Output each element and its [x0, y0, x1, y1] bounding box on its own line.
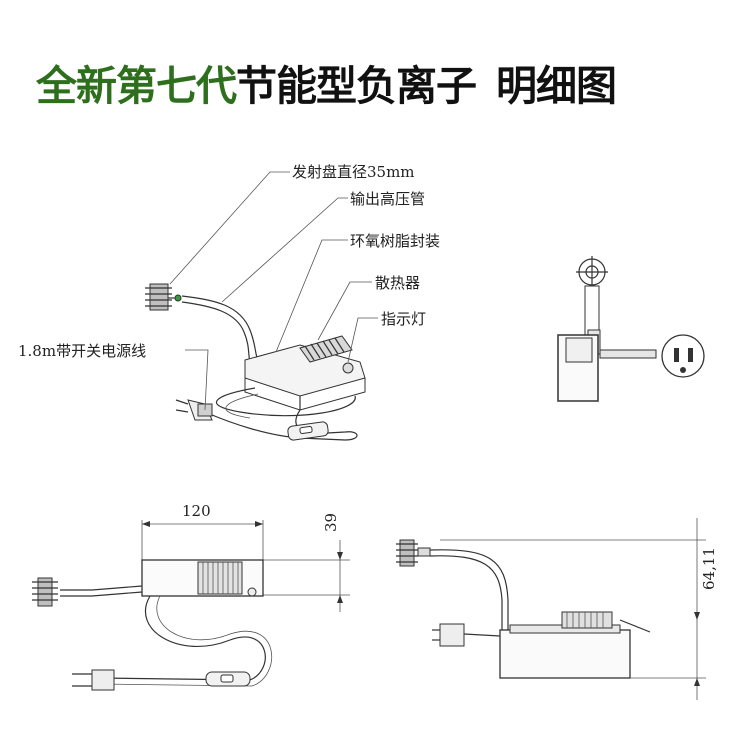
dimension-width: 120 — [182, 502, 211, 520]
title-green-part: 全新第七代 — [36, 62, 237, 110]
dimension-height: 39 — [322, 513, 340, 532]
side-view — [557, 256, 705, 402]
label-emitter-disc: 发射盘直径35mm — [292, 163, 415, 181]
title-black-part: 节能型负离子 — [236, 62, 477, 110]
dimension-total-height: 64,11 — [700, 547, 718, 590]
label-power-cord: 1.8m带开关电源线 — [18, 342, 146, 360]
front-view: 64,11 — [396, 518, 718, 700]
label-heatsink: 散热器 — [375, 274, 420, 292]
leader-cord — [185, 349, 209, 411]
label-indicator: 指示灯 — [381, 310, 426, 328]
leader-disc — [169, 171, 290, 285]
perspective-view: 发射盘直径35mm 输出高压管 环氧树脂封装 散热器 指示灯 1.8m带开关电源… — [18, 163, 440, 441]
leader-indicator — [347, 317, 378, 363]
top-view: 120 39 — [32, 502, 350, 691]
heatsink — [299, 335, 353, 363]
diagram-title: 全新第七代节能型负离子明细图 — [36, 52, 617, 112]
emitter-brush-head — [145, 283, 182, 311]
leader-heatsink — [317, 281, 372, 341]
leader-tube — [221, 197, 348, 303]
title-suffix: 明细图 — [496, 62, 617, 110]
indicator-light — [342, 362, 354, 374]
label-hv-tube: 输出高压管 — [350, 190, 425, 208]
leader-epoxy — [275, 239, 348, 353]
label-epoxy: 环氧树脂封装 — [350, 232, 440, 250]
power-plug — [175, 399, 213, 421]
inline-switch — [287, 421, 329, 441]
